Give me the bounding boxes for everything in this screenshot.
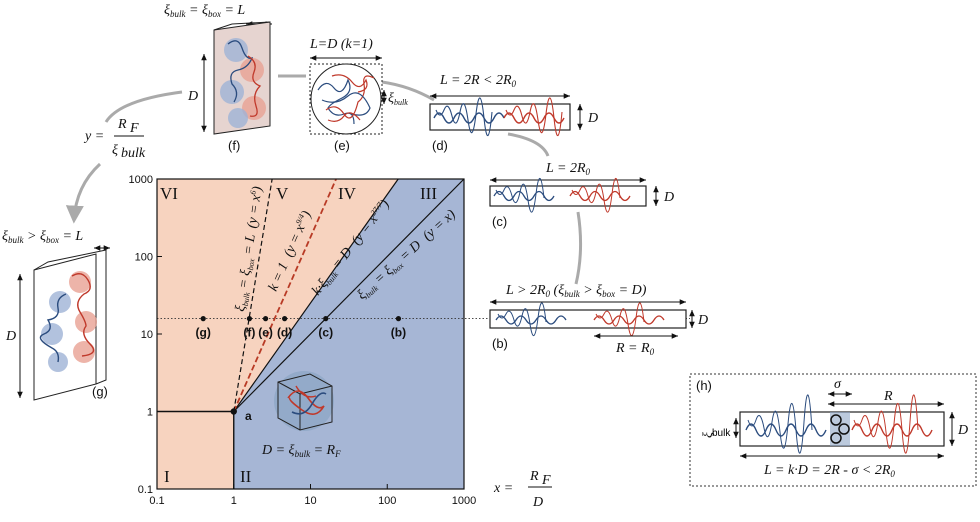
x-axis-equation: x = R F D bbox=[493, 469, 552, 510]
panel-g: ξbulk > ξbox = L D (g) bbox=[2, 229, 110, 401]
svg-text:R: R bbox=[117, 117, 127, 132]
label-line-x6: ξbulk = ξbox = L(y = x6) bbox=[232, 185, 266, 313]
boundary-line-3 bbox=[232, 178, 337, 412]
x-tick-label: 1000 bbox=[452, 495, 476, 507]
data-point bbox=[262, 316, 269, 322]
svg-text:(c): (c) bbox=[492, 214, 507, 229]
region-label-vi: VI bbox=[160, 184, 178, 203]
boundary-lines bbox=[232, 178, 465, 412]
data-point bbox=[323, 316, 329, 322]
svg-text:bulk: bulk bbox=[121, 146, 146, 161]
x-tick-label: 10 bbox=[304, 495, 316, 507]
svg-text:(g): (g) bbox=[92, 384, 108, 399]
data-point-label: (f) bbox=[243, 326, 255, 340]
axis-ticks: 0.1 1 10 100 1000 0.1 1 10 100 1000 bbox=[129, 174, 477, 507]
data-point-label: (e) bbox=[258, 326, 273, 340]
data-point bbox=[282, 316, 288, 322]
svg-text:D: D bbox=[697, 313, 708, 328]
y-axis-equation: y = R F ξ bulk bbox=[83, 117, 146, 161]
svg-text:D: D bbox=[5, 329, 16, 344]
svg-text:(h): (h) bbox=[696, 378, 712, 393]
y-tick-label: 1 bbox=[147, 407, 153, 419]
svg-text:D: D bbox=[187, 89, 198, 104]
data-point bbox=[200, 316, 206, 322]
boundary-line-4 bbox=[233, 178, 273, 412]
svg-text:bulk: bulk bbox=[712, 428, 731, 439]
data-point-label: (c) bbox=[318, 326, 333, 340]
svg-text:R: R bbox=[883, 389, 893, 404]
x-tick-label: 0.1 bbox=[149, 495, 164, 507]
svg-text:R = R0: R = R0 bbox=[615, 341, 655, 357]
panel-c: L = 2R0 D (c) bbox=[489, 161, 674, 229]
panel-h: (h) σ R ξ bulk D L = k·D = 2R - σ < 2R0 bbox=[689, 373, 977, 487]
svg-text:D: D bbox=[587, 111, 598, 126]
data-point bbox=[395, 316, 402, 322]
svg-text:D: D bbox=[663, 190, 674, 205]
svg-text:y =: y = bbox=[83, 129, 104, 144]
y-tick-label: 0.1 bbox=[138, 484, 153, 496]
point-a-caption: D = ξbulk = RF bbox=[261, 443, 341, 459]
svg-text:D: D bbox=[957, 423, 968, 438]
svg-text:D: D bbox=[532, 495, 543, 510]
data-point bbox=[230, 408, 237, 415]
svg-text:ξbulk = ξbox = L: ξbulk = ξbox = L bbox=[164, 3, 245, 19]
point-a-label: a bbox=[245, 409, 252, 423]
panel-f: ξbulk = ξbox = L D (f) bbox=[164, 3, 272, 153]
panel-d: L = 2R < 2R0 D (d) bbox=[429, 73, 598, 153]
x-tick-label: 100 bbox=[378, 495, 396, 507]
svg-text:ξ: ξ bbox=[112, 143, 118, 158]
cube-illustration bbox=[274, 371, 334, 431]
svg-text:x =: x = bbox=[493, 481, 513, 496]
svg-text:(e): (e) bbox=[334, 138, 350, 153]
svg-text:(f): (f) bbox=[228, 138, 240, 153]
boundary-line-2 bbox=[233, 178, 399, 412]
svg-text:ξ: ξ bbox=[701, 432, 716, 438]
svg-text:(b): (b) bbox=[492, 336, 508, 351]
region-label-iv: IV bbox=[338, 184, 357, 203]
data-points: (g) (f)(e) (d) (c) (b) bbox=[196, 316, 406, 415]
svg-text:L > 2R0 (ξbulk > ξbox = D): L > 2R0 (ξbulk > ξbox = D) bbox=[505, 283, 647, 299]
svg-text:F: F bbox=[129, 121, 139, 136]
data-point bbox=[246, 316, 253, 322]
y-tick-label: 100 bbox=[135, 252, 153, 264]
region-label-v: V bbox=[276, 184, 289, 203]
svg-text:σ: σ bbox=[834, 377, 842, 392]
svg-text:L = k·D = 2R - σ < 2R0: L = k·D = 2R - σ < 2R0 bbox=[763, 463, 895, 479]
boundary-line-1 bbox=[233, 178, 465, 412]
data-point-label: (d) bbox=[277, 326, 292, 340]
svg-text:L = 2R0: L = 2R0 bbox=[545, 161, 591, 177]
svg-text:ξbulk > ξbox = L: ξbulk > ξbox = L bbox=[2, 229, 83, 245]
y-tick-label: 1000 bbox=[129, 174, 153, 186]
x-tick-label: 1 bbox=[231, 495, 237, 507]
region-label-iii: III bbox=[420, 184, 437, 203]
y-tick-label: 10 bbox=[141, 329, 153, 341]
svg-text:L=D (k=1): L=D (k=1) bbox=[309, 37, 373, 52]
svg-text:L = 2R < 2R0: L = 2R < 2R0 bbox=[439, 73, 517, 89]
data-point-label: (g) bbox=[196, 326, 211, 340]
connector-arrows bbox=[65, 74, 583, 285]
region-label-i: I bbox=[164, 467, 170, 486]
svg-text:(d): (d) bbox=[432, 138, 448, 153]
svg-text:ξbulk: ξbulk bbox=[388, 91, 408, 107]
svg-text:F: F bbox=[541, 473, 551, 488]
svg-text:R: R bbox=[529, 469, 539, 484]
panel-e: L=D (k=1) ξbulk (e) bbox=[309, 37, 408, 153]
panel-b: L > 2R0 (ξbulk > ξbox = D) D R = R0 (b) bbox=[489, 283, 708, 357]
data-point-label: (b) bbox=[391, 326, 406, 340]
region-label-ii: II bbox=[240, 467, 252, 486]
